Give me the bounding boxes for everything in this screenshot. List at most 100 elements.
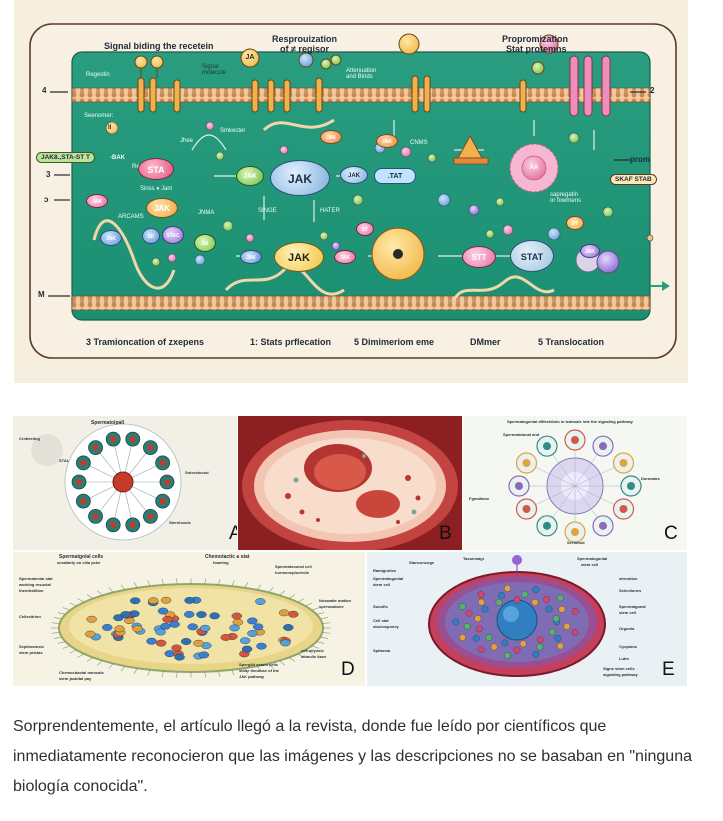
panel-e-label-15: Spitarma [373, 648, 391, 653]
side-arrow: ↄ [44, 195, 49, 204]
label-sapregatin: sapregatin or fowmens [550, 192, 582, 204]
node-jak-b: JAK [146, 198, 178, 218]
panel-e-label-12: stuciosponey [373, 624, 399, 629]
figure-panel-e: Stanconcoge Tasonmagr Spermatogonial ste… [367, 552, 687, 686]
node-jak-left: JAK [86, 194, 108, 208]
panel-d-label-11: Seplimotosis [19, 644, 44, 649]
panel-e-label-16: Orgonia [619, 626, 635, 631]
side-number-4: 4 [42, 86, 47, 95]
node-st: ST [356, 222, 374, 236]
caption-signal-binding: Signal biding the recetein [104, 41, 214, 51]
label-signal-molecule: Signal molecule [202, 64, 227, 76]
figure-panel-a: Spermatoipall Crntleeling STAL Sntcrotoc… [13, 416, 237, 550]
panel-c-label-3: Dormatos [641, 476, 660, 481]
panel-d-label-19: sperwoatone [319, 604, 344, 609]
panel-d-label-8: working resuctal [19, 582, 51, 587]
panel-c-label-4: Sertotoid [567, 540, 585, 545]
footer-caption-2: 1: Stats prflecation [250, 337, 332, 347]
node-jak-a: JAK [236, 166, 264, 186]
panel-e-label-19: Signs stom cells [603, 666, 635, 671]
panel-d-letter: D [341, 659, 355, 680]
caption-propro-line1: Propromization [502, 34, 569, 44]
panel-d-label-14: stem jasbital pay [59, 676, 92, 681]
panel-e-illustration [428, 555, 606, 677]
panel-b-illustration [242, 420, 458, 550]
node-jak-x: JAK [334, 250, 356, 264]
label-hater: HATER [320, 208, 340, 214]
node-stt: STT [462, 246, 496, 268]
panel-d-label-16: stuse tlenouse of the [239, 668, 280, 673]
figure-panel-d: Spermatgolal cells sesaliarly on cilia p… [13, 552, 365, 686]
label-prom: prom [630, 155, 650, 164]
node-sk: SK [142, 228, 160, 244]
panel-d-label-17: JAK pathway [239, 674, 265, 679]
footer-caption-1: 3 Tramioncation of zxepens [86, 337, 205, 347]
label-jnma: JNMA [198, 210, 215, 216]
panel-a-letter: A [229, 523, 237, 544]
panel-c-letter: C [664, 523, 678, 544]
article-paragraph: Sorprendentemente, el artículo llegó a l… [13, 718, 692, 795]
node-dt: DT [566, 216, 584, 230]
label-singe: SINGE [258, 208, 277, 214]
panel-d-label-18: Noswatte mation [319, 598, 352, 603]
panel-c-label-1: Spermatotonal and [503, 432, 540, 437]
node-jak-center: JAK [274, 242, 324, 272]
panel-d-label-3: Chemotactic a stat [205, 554, 250, 560]
node-ja-top: JA [245, 54, 255, 61]
node-stat-box: .TAT [374, 168, 416, 184]
panel-e-label-7: stem cell [373, 582, 391, 587]
tag-left: JAK8.,STA-ST T [36, 152, 95, 163]
label-activation: Attenuation and Binds [346, 68, 377, 80]
side-number-2: 2 [650, 86, 655, 95]
panel-d-label-12: stem pristas [19, 650, 43, 655]
panel-d-label-4: foaming [213, 560, 229, 565]
cell-membrane-illustration [29, 23, 677, 359]
panel-d-label-21: stimulle tlace [301, 654, 327, 659]
panel-e-label-17: Cyoplans [619, 644, 638, 649]
panel-a-label-2: STAL [59, 458, 70, 463]
footer-caption-5: 5 Translocation [538, 337, 605, 347]
signaling-pathway-diagram: Signal biding the recetein Resprouizatio… [14, 0, 688, 383]
panel-c-illustration [508, 429, 642, 543]
caption-repro-line1: Resprouization [272, 34, 338, 44]
panel-d-label-13: Chemocbactal moncals [59, 670, 104, 675]
panel-d-label-6: hormoneploctrole [275, 570, 310, 575]
node-aa: AA [529, 165, 539, 171]
panel-e-label-8: strmotion [619, 576, 638, 581]
label-sinss-jam: Sinss ♦ Jam [140, 186, 173, 192]
panel-c-label-2: Fgmaltone [469, 496, 490, 501]
node-stac: STAC [162, 226, 184, 244]
node-sa: SA [194, 234, 216, 252]
figure-panel-c: Spermatogonial diffeeldiolo in tcatmale … [463, 416, 687, 550]
panel-e-label-6: Spermatogonial [373, 576, 404, 581]
side-number-3: 3 [46, 170, 51, 179]
caption-propro-line2: Stat protemns [506, 44, 567, 54]
caption-repro-line2: of ≠ regisor [280, 44, 329, 54]
label-smkecter: Smkecter [220, 128, 246, 134]
panel-d-label-2: sesaliarly on cilia pcke [57, 560, 101, 565]
footer-caption-4: DMmer [470, 337, 501, 347]
panel-e-label-9: Sunofis [373, 604, 388, 609]
panel-a-title: Spermatoipall [91, 420, 125, 426]
panel-e-label-4: stem cell [581, 562, 599, 567]
node-stat: STAT [510, 240, 554, 272]
panel-d-label-20: cell nilyusis [301, 648, 324, 653]
panel-c-title: Spermatogonial diffeeldiolo in tcatmale … [507, 419, 633, 424]
side-letter-m: M [38, 290, 45, 299]
node-jak-main: JAK [270, 160, 330, 196]
node-jak-right: JAK [580, 244, 600, 258]
tag-right: SKAF STAB [610, 174, 657, 185]
node-jak-small-1: JAK [320, 130, 342, 144]
panel-b-letter: B [439, 523, 452, 544]
figure-panel-b: B [238, 416, 462, 550]
panel-e-label-18: Lutm [619, 656, 629, 661]
panel-d-label-15: Spergilit sstum cells [239, 662, 278, 667]
node-sta: STA [138, 158, 174, 180]
label-cnms: CNMS [410, 140, 428, 146]
node-jak-2: JAK [240, 250, 262, 264]
node-jak-mid: JAK [340, 166, 368, 184]
panel-e-label-1: Stanconcoge [409, 560, 435, 565]
panel-e-label-11: Cell stat [373, 618, 389, 623]
panel-e-label-5: Ramigrotiss [373, 568, 397, 573]
panel-d-label-9: theorbidition [19, 588, 44, 593]
